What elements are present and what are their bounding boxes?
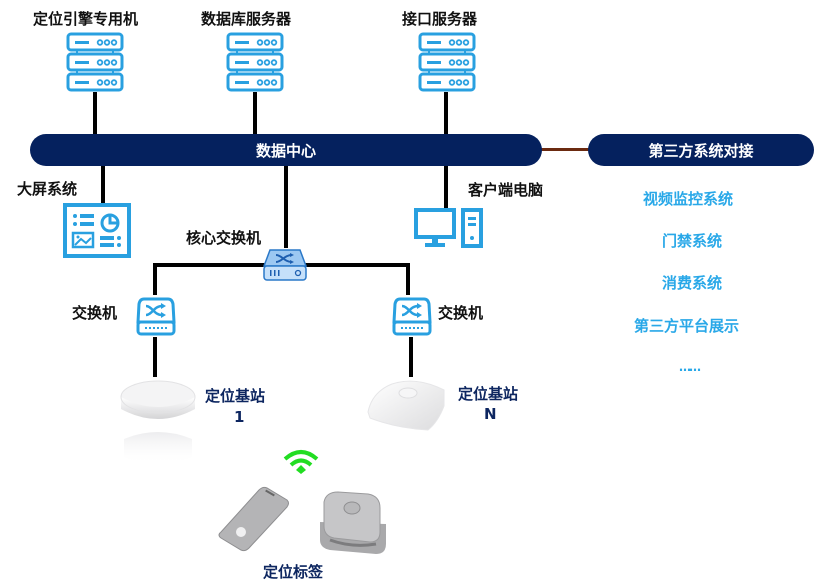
link-datacenter-to-bigscreen <box>101 166 105 204</box>
base-station-n-index: N <box>484 405 497 423</box>
wifi-signal-icon <box>283 449 319 475</box>
link-datacenter-to-thirdparty <box>540 148 592 151</box>
link-switch-to-station-1 <box>153 337 157 377</box>
server-rack-icon[interactable] <box>418 32 476 92</box>
third-party-item: 第三方平台展示 <box>634 317 740 335</box>
card-tag-device[interactable] <box>215 486 291 552</box>
big-screen-label: 大屏系统 <box>17 180 78 198</box>
link-db-to-datacenter <box>253 92 257 136</box>
switch-label-right: 交换机 <box>438 304 484 322</box>
base-station-1-index: 1 <box>234 408 245 426</box>
core-switch-label: 核心交换机 <box>186 229 262 247</box>
switch-icon[interactable] <box>136 296 176 336</box>
switch-label-left: 交换机 <box>72 304 118 322</box>
third-party-item: 门禁系统 <box>662 232 723 250</box>
core-switch-icon[interactable] <box>262 248 308 282</box>
server-label-engine: 定位引擎专用机 <box>33 10 139 28</box>
server-label-database: 数据库服务器 <box>201 10 292 28</box>
client-pc-label: 客户端电脑 <box>468 181 544 199</box>
link-api-to-datacenter <box>444 92 448 136</box>
dashboard-screen-icon[interactable] <box>63 203 131 258</box>
base-station-n-label: 定位基站 <box>458 385 519 403</box>
desktop-computer-icon[interactable] <box>414 208 486 248</box>
base-station-1-label: 定位基站 <box>205 387 266 405</box>
server-rack-icon[interactable] <box>226 32 284 92</box>
base-station-n-device[interactable] <box>366 378 446 434</box>
third-party-item: …… <box>679 360 701 374</box>
server-label-api: 接口服务器 <box>402 10 478 28</box>
third-party-label: 第三方系统对接 <box>648 141 754 160</box>
third-party-bus[interactable]: 第三方系统对接 <box>588 134 814 166</box>
server-rack-icon[interactable] <box>66 32 124 92</box>
base-station-1-device[interactable] <box>118 377 198 479</box>
third-party-item: 消费系统 <box>662 274 723 292</box>
data-center-label: 数据中心 <box>255 141 316 160</box>
link-datacenter-to-coreswitch <box>284 166 288 248</box>
switch-icon[interactable] <box>392 296 432 336</box>
link-switch-to-station-n <box>409 337 413 377</box>
link-engine-to-datacenter <box>93 92 97 136</box>
link-core-to-right-switch <box>406 263 410 295</box>
link-datacenter-to-pc <box>444 166 448 210</box>
tags-label: 定位标签 <box>263 563 324 581</box>
third-party-item: 视频监控系统 <box>643 190 734 208</box>
data-center-bus[interactable]: 数据中心 <box>30 134 542 166</box>
link-core-to-left-switch <box>153 263 157 295</box>
badge-tag-device[interactable] <box>316 488 390 556</box>
